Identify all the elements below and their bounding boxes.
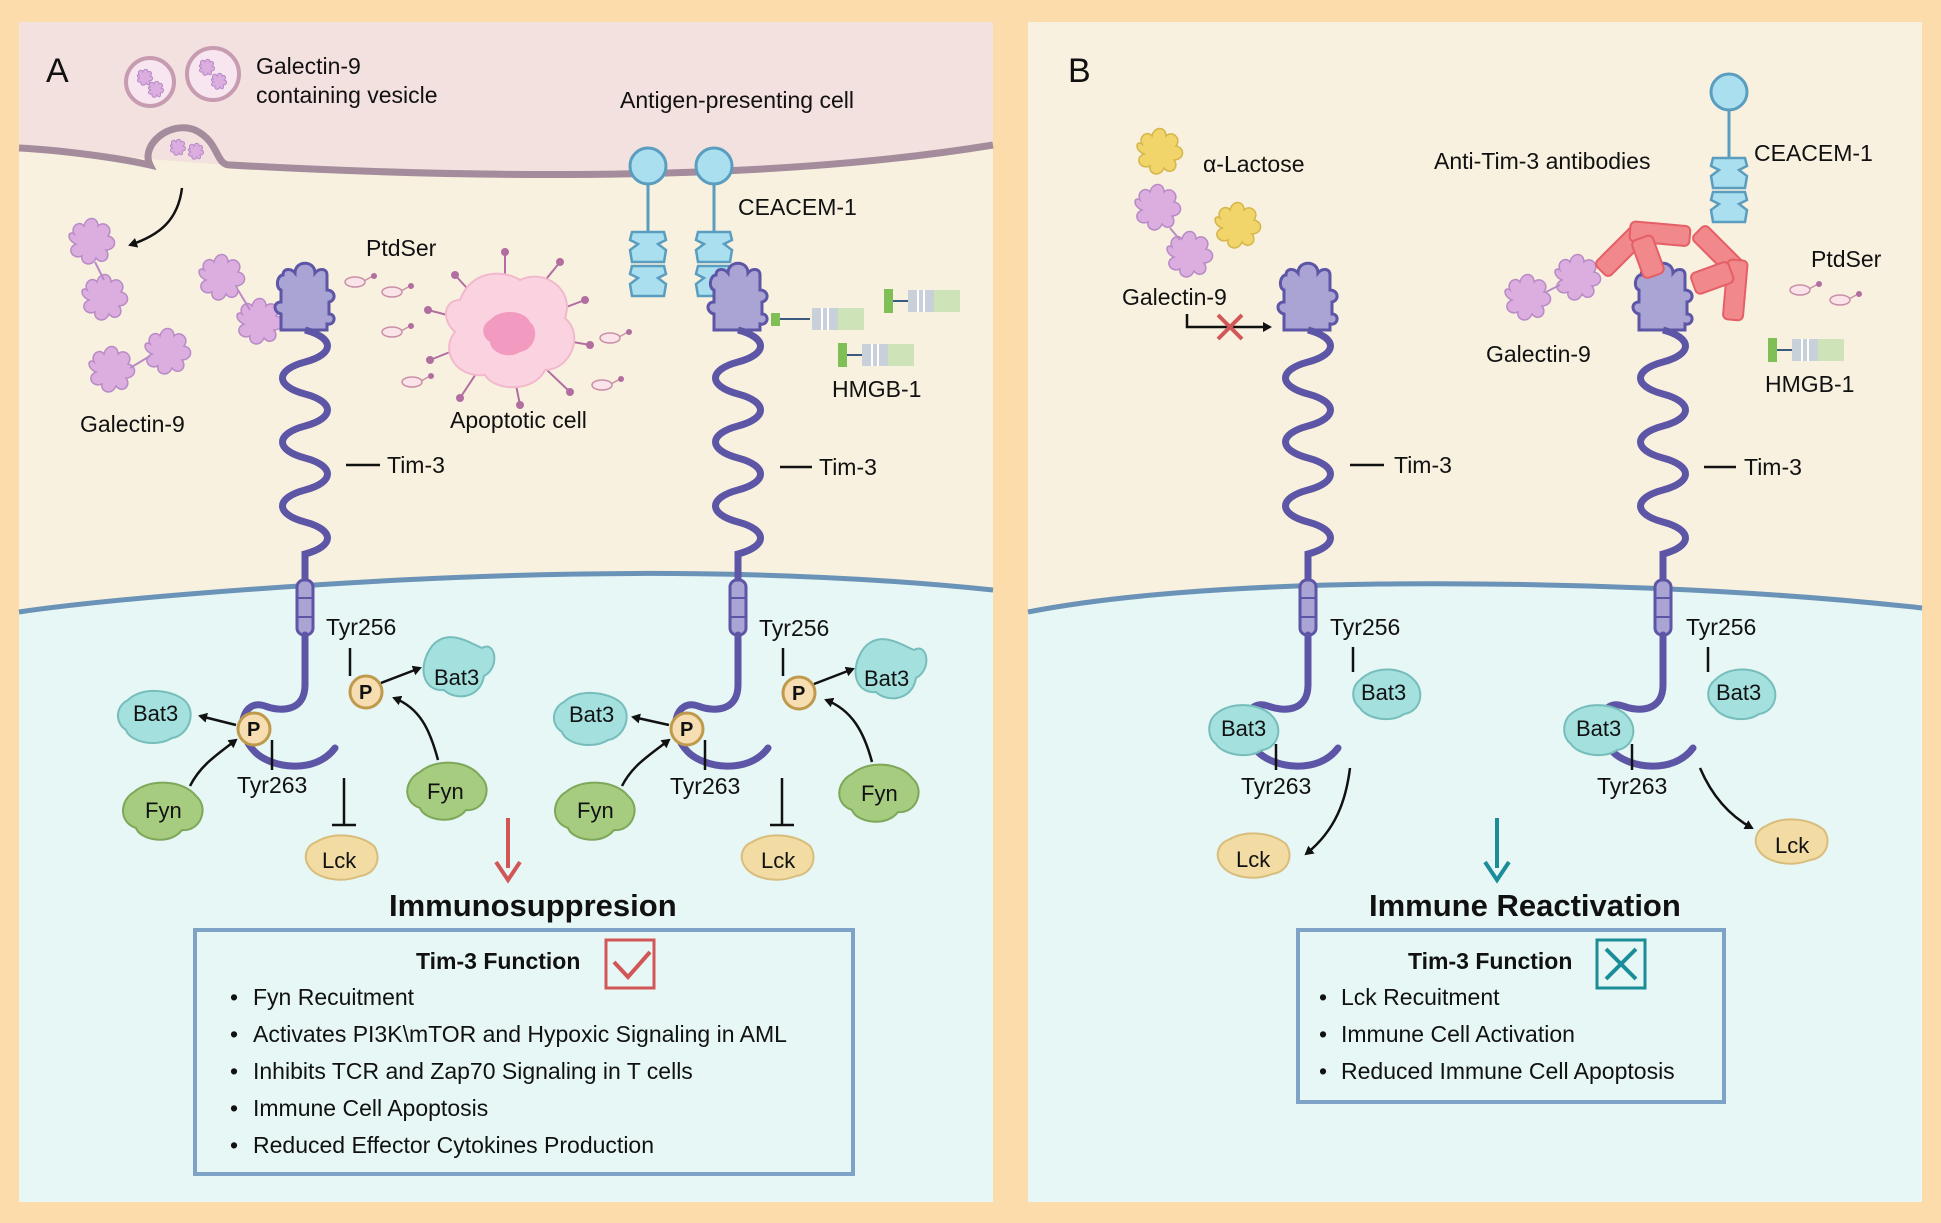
galectin9-bound <box>1134 183 1214 278</box>
lck-left: Lck <box>322 848 357 873</box>
panel-a-function-box <box>193 928 855 1176</box>
svg-text:•: • <box>230 1058 238 1084</box>
panel-b-outcome: Immune Reactivation <box>1369 888 1681 923</box>
cross-icon <box>1595 938 1647 990</box>
list-item: Fyn Recuitment <box>253 984 415 1010</box>
fyn-left-b: Fyn <box>427 779 464 804</box>
tim3-left-label: Tim-3 <box>387 452 445 478</box>
list-item: Inhibits TCR and Zap70 Signaling in T ce… <box>253 1058 693 1084</box>
fyn-left-a: Fyn <box>145 798 182 823</box>
tim3-b-left-label: Tim-3 <box>1394 452 1452 478</box>
tyr263-left-label: Tyr263 <box>237 772 307 798</box>
tim3-b-right-label: Tim-3 <box>1744 454 1802 480</box>
apc-label: Antigen-presenting cell <box>620 87 854 113</box>
svg-text:P: P <box>792 683 805 705</box>
secretion-arrow <box>128 187 184 248</box>
svg-text:•: • <box>1319 1058 1327 1084</box>
vesicle-label-line2: containing vesicle <box>256 82 438 108</box>
panel-b-box-title: Tim-3 Function <box>1408 948 1572 974</box>
list-item: Reduced Effector Cytokines Production <box>253 1132 654 1158</box>
svg-text:P: P <box>359 682 372 704</box>
bat3-b-right-b: Bat3 <box>1576 716 1621 741</box>
tyr263-right-label: Tyr263 <box>670 773 740 799</box>
hmgb1-label: HMGB-1 <box>832 376 921 402</box>
bat3-b-left-b: Bat3 <box>1221 716 1266 741</box>
apoptotic-cell <box>424 248 594 409</box>
anti-tim3-label: Anti-Tim-3 antibodies <box>1434 148 1650 174</box>
panel-a-function-list: • Fyn Recuitment • Activates PI3K\mTOR a… <box>230 984 787 1158</box>
tyr263-b-right: Tyr263 <box>1597 773 1667 799</box>
bat3-right-b: Bat3 <box>569 702 614 727</box>
blocked-binding-arrow <box>1185 313 1272 341</box>
tyr263-b-left: Tyr263 <box>1241 773 1311 799</box>
phospho-left-2: P <box>236 711 272 747</box>
panel-a-box-title: Tim-3 Function <box>416 948 580 974</box>
svg-text:•: • <box>230 984 238 1010</box>
lck-right: Lck <box>761 848 796 873</box>
ptdser-b-label: PtdSer <box>1811 246 1882 272</box>
tim3-right-label: Tim-3 <box>819 454 877 480</box>
tyr256-right-label: Tyr256 <box>759 615 829 641</box>
check-icon <box>604 938 656 990</box>
lactose-label: α-Lactose <box>1203 151 1305 177</box>
tyr256-left-label: Tyr256 <box>326 614 396 640</box>
panel-a-outcome: Immunosuppresion <box>389 888 677 923</box>
phospho-left-1: P <box>348 674 384 710</box>
galectin9-label: Galectin-9 <box>80 411 185 437</box>
galectin9-right-molecules <box>1504 253 1602 321</box>
panel-a: A Galectin-9 containing vesicle Antigen-… <box>18 22 994 1202</box>
vesicle-label-line1: Galectin-9 <box>256 53 361 79</box>
bat3-left-b: Bat3 <box>133 701 178 726</box>
svg-text:•: • <box>1319 1021 1327 1047</box>
galectin9-left-label: Galectin-9 <box>1122 284 1227 310</box>
panel-b-function-list: • Lck Recuitment • Immune Cell Activatio… <box>1319 984 1675 1084</box>
list-item: Activates PI3K\mTOR and Hypoxic Signalin… <box>253 1021 787 1047</box>
lck-b-left: Lck <box>1236 847 1271 872</box>
tyr256-b-left: Tyr256 <box>1330 614 1400 640</box>
immunosuppression-arrow <box>494 818 522 884</box>
list-item: Lck Recuitment <box>1341 984 1500 1010</box>
fyn-right-b: Fyn <box>861 781 898 806</box>
lck-b-right: Lck <box>1775 833 1810 858</box>
bat3-left-a: Bat3 <box>434 665 479 690</box>
bat3-b-right-a: Bat3 <box>1716 680 1761 705</box>
bat3-b-left-a: Bat3 <box>1361 680 1406 705</box>
phospho-right-2: P <box>669 711 705 747</box>
ceacem1-b-label: CEACEM-1 <box>1754 140 1873 166</box>
tyr256-b-right: Tyr256 <box>1686 614 1756 640</box>
hmgb1-b-label: HMGB-1 <box>1765 371 1854 397</box>
svg-text:•: • <box>230 1095 238 1121</box>
svg-text:•: • <box>1319 984 1327 1010</box>
galectin9-right-label: Galectin-9 <box>1486 341 1591 367</box>
svg-text:•: • <box>230 1132 238 1158</box>
panel-b-function-box <box>1296 928 1726 1104</box>
bat3-right-a: Bat3 <box>864 666 909 691</box>
panel-a-letter: A <box>46 52 69 90</box>
list-item: Immune Cell Activation <box>1341 1021 1575 1047</box>
list-item: Reduced Immune Cell Apoptosis <box>1341 1058 1675 1084</box>
hmgb1-molecules <box>771 288 961 368</box>
svg-text:P: P <box>247 719 260 741</box>
panel-b: B α-Lactose Galectin-9 Anti-Tim-3 antibo… <box>1027 22 1923 1202</box>
svg-text:P: P <box>680 719 693 741</box>
apoptotic-cell-label: Apoptotic cell <box>450 407 587 433</box>
ceacem1-label: CEACEM-1 <box>738 194 857 220</box>
galectin9-vesicle <box>124 46 241 160</box>
ptdser-label: PtdSer <box>366 235 437 261</box>
galectin9-molecules <box>68 217 284 393</box>
phospho-right-1: P <box>781 675 817 711</box>
fyn-right-a: Fyn <box>577 798 614 823</box>
list-item: Immune Cell Apoptosis <box>253 1095 488 1121</box>
svg-text:•: • <box>230 1021 238 1047</box>
reactivation-arrow <box>1483 818 1511 884</box>
panel-b-letter: B <box>1068 52 1091 90</box>
